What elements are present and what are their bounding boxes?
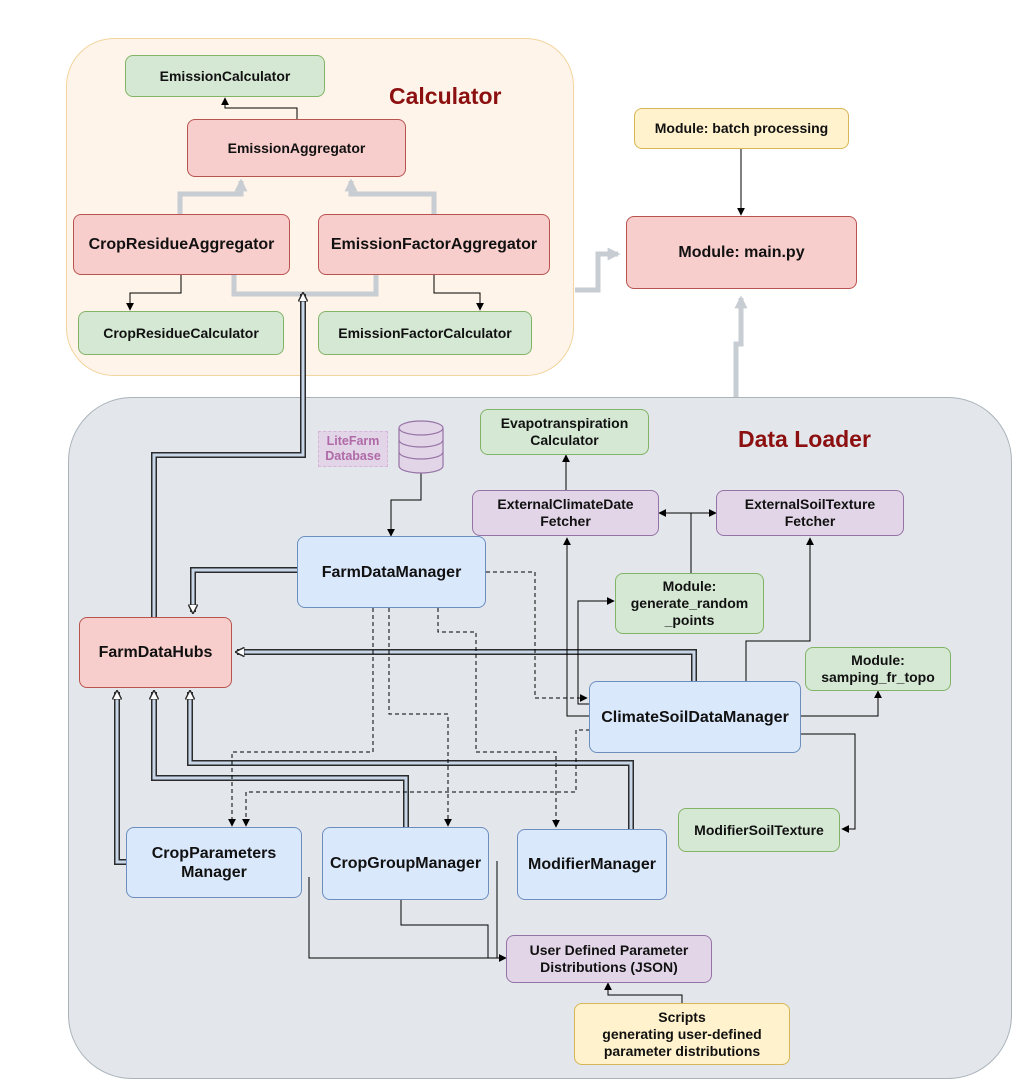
crop-residue-aggregator-node: CropResidueAggregator <box>73 214 290 275</box>
pipe-dataloader-to-main <box>733 295 748 397</box>
climate-soil-data-manager-node: ClimateSoilDataManager <box>589 681 801 753</box>
batch-processing-module-node: Module: batch processing <box>634 108 849 149</box>
farm-data-hubs-node: FarmDataHubs <box>79 617 232 688</box>
emission-factor-calculator-node: EmissionFactorCalculator <box>318 311 532 355</box>
modifier-soil-texture-node: ModifierSoilTexture <box>678 808 840 852</box>
user-defined-distributions-node: User Defined Parameter Distributions (JS… <box>506 935 712 983</box>
litefarm-database-label: LiteFarm Database <box>318 431 388 467</box>
emission-aggregator-node: EmissionAggregator <box>187 119 406 177</box>
pipe-calculator-to-main <box>575 247 621 293</box>
emission-calculator-node: EmissionCalculator <box>125 55 325 97</box>
modifier-manager-node: ModifierManager <box>517 829 667 900</box>
main-py-module-node: Module: main.py <box>626 216 857 289</box>
sampling-fr-topo-module-node: Module: samping_fr_topo <box>805 647 951 691</box>
generate-random-points-module-node: Module: generate_random _points <box>615 573 764 634</box>
scripts-node: Scripts generating user-defined paramete… <box>574 1003 790 1065</box>
calculator-title: Calculator <box>389 83 502 109</box>
data-loader-title: Data Loader <box>738 426 871 452</box>
evapotranspiration-calculator-node: Evapotranspiration Calculator <box>480 409 649 455</box>
crop-residue-calculator-node: CropResidueCalculator <box>78 311 284 355</box>
crop-parameters-manager-node: CropParameters Manager <box>126 827 302 898</box>
database-cylinder-icon <box>398 420 444 474</box>
external-climate-fetcher-node: ExternalClimateDate Fetcher <box>472 490 659 536</box>
emission-factor-aggregator-node: EmissionFactorAggregator <box>318 214 550 275</box>
crop-group-manager-node: CropGroupManager <box>322 827 489 900</box>
external-soil-texture-fetcher-node: ExternalSoilTexture Fetcher <box>716 490 904 536</box>
farm-data-manager-node: FarmDataManager <box>297 536 486 608</box>
